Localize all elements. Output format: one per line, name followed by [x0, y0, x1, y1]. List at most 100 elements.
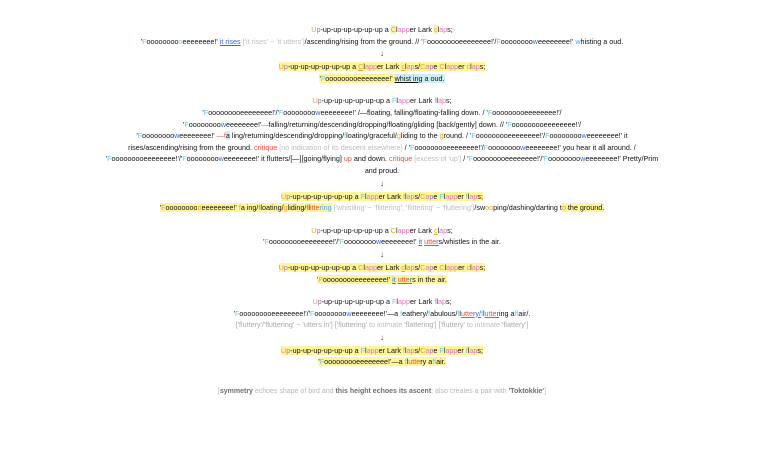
- stanza: Up-up-up-up-up-up-up a Flapper Lark flap…: [8, 191, 756, 214]
- poem-line: 'Fooooooooeeeeeeee!'/'Fooooooooweeeeeeee…: [8, 153, 756, 165]
- text-run: a: [425, 191, 430, 201]
- text-run: F: [182, 154, 187, 164]
- text-run: ooooooooeeeeeeee!'/: [511, 119, 581, 129]
- text-run: app: [445, 191, 458, 201]
- text-run: ing a: [498, 308, 515, 318]
- text-run: p: [429, 62, 434, 72]
- text-run: U: [281, 191, 287, 201]
- text-run: app: [366, 345, 379, 355]
- text-run: F: [545, 131, 550, 141]
- text-run: l: [406, 357, 409, 367]
- text-run: w: [532, 36, 538, 46]
- text-run: ing/: [244, 203, 259, 213]
- text-run: eeeeeeee!' you hear it all around. /: [525, 142, 636, 152]
- text-run: the g: [565, 203, 584, 213]
- text-run: 'flattering']: [404, 320, 437, 330]
- text-run: ['fluttering': [332, 320, 368, 330]
- text-run: oooooooo: [142, 131, 175, 141]
- footer-symmetry-label: symmetry: [219, 388, 253, 396]
- text-run: w: [174, 131, 180, 141]
- text-run: er Lark: [378, 191, 403, 201]
- text-run: critique: [389, 154, 413, 164]
- text-run: eeeeeeee!': [351, 308, 387, 318]
- text-run: s/: [414, 62, 421, 72]
- text-run: U: [311, 225, 317, 235]
- footer-toktokkie-ref: 'Toktokkie': [508, 388, 545, 396]
- text-run: l: [459, 308, 461, 318]
- text-run: p: [316, 225, 321, 235]
- text-run: eeeeeeee!' it flutters/[—][going/flying]: [223, 154, 344, 164]
- text-run: utte: [408, 357, 421, 367]
- text-run: ': [319, 73, 321, 83]
- text-run: U: [281, 345, 287, 355]
- text-run: oooooooo: [146, 36, 179, 46]
- text-run: w: [520, 142, 526, 152]
- text-run: F: [319, 357, 325, 367]
- text-run: C: [420, 345, 426, 355]
- text-run: w: [346, 308, 352, 318]
- text-run: l: [482, 308, 485, 318]
- text-run: s/: [414, 191, 421, 201]
- text-run: ap: [471, 62, 480, 72]
- footer-bracket-close: ]: [544, 388, 547, 396]
- text-run: falling/returning/descending/dropping/fl…: [268, 119, 508, 129]
- text-run: ist: [403, 73, 411, 83]
- text-run: g: [283, 203, 288, 213]
- text-run: er: [457, 191, 466, 201]
- text-run: ': [263, 237, 265, 247]
- text-run: s;: [447, 225, 453, 235]
- text-run: to intimate: [464, 320, 503, 330]
- text-run: / ': [461, 154, 469, 164]
- text-run: er Lark: [409, 96, 435, 106]
- text-run: eeeeeeee!': [182, 36, 220, 46]
- text-run: ap: [469, 345, 478, 355]
- text-run: l: [470, 262, 472, 272]
- down-arrow-icon: ↓: [380, 178, 384, 188]
- text-run: F: [318, 274, 323, 284]
- text-run: g: [396, 131, 401, 141]
- text-run: ': [105, 154, 108, 164]
- text-run: w: [581, 131, 587, 141]
- text-run: c: [433, 225, 438, 235]
- text-run: l: [443, 345, 446, 355]
- text-run: oooooooo: [549, 131, 582, 141]
- text-run: F: [310, 308, 315, 318]
- stanza-spacer: [8, 285, 756, 296]
- text-run: ap: [437, 96, 446, 106]
- text-run: ap: [406, 262, 415, 272]
- text-run: r: [496, 308, 499, 318]
- text-run: —: [216, 131, 224, 141]
- footer-text-2: ; also creates a pair with: [431, 388, 509, 396]
- text-run: s;: [445, 297, 452, 307]
- text-run: F: [161, 203, 166, 213]
- text-run: ooooooooeeeeeeee!'/': [473, 154, 544, 164]
- text-run: app: [397, 96, 410, 106]
- text-run: U: [312, 297, 318, 307]
- text-run: app: [445, 345, 458, 355]
- stanza: Up-up-up-up-up-up-up a Clapper Lark clap…: [8, 262, 756, 285]
- poem-line: Up-up-up-up-up-up-up a Clapper Lark clap…: [8, 262, 756, 274]
- poem-line: 'Fooooooooeeeeeeee!'/'Fooooooooweeeeeeee…: [8, 308, 756, 320]
- text-run: l: [470, 62, 472, 72]
- text-run: F: [107, 154, 112, 164]
- text-run: l: [404, 345, 407, 355]
- poem-line: Up-up-up-up-up-up-up a Clapper Lark clap…: [8, 61, 756, 73]
- text-run: s/: [414, 262, 421, 272]
- footer-note: [symmetry echoes shape of bird and this …: [8, 386, 756, 398]
- text-run: p: [317, 96, 322, 106]
- text-run: to intimate: [367, 320, 405, 330]
- text-run: l: [404, 262, 407, 272]
- text-run: ': [202, 107, 204, 117]
- text-run: er Lark: [409, 297, 435, 307]
- text-run: C: [420, 62, 426, 72]
- text-run: c: [401, 62, 405, 72]
- text-run: it: [392, 274, 396, 284]
- text-run: app: [397, 225, 410, 235]
- text-run: ap: [439, 225, 448, 235]
- text-run: f: [238, 203, 241, 213]
- text-run: f: [402, 345, 405, 355]
- text-run: F: [339, 237, 344, 247]
- text-run: air.: [436, 357, 446, 367]
- text-run: eathery/: [402, 308, 429, 318]
- text-run: oooooooo: [500, 36, 533, 46]
